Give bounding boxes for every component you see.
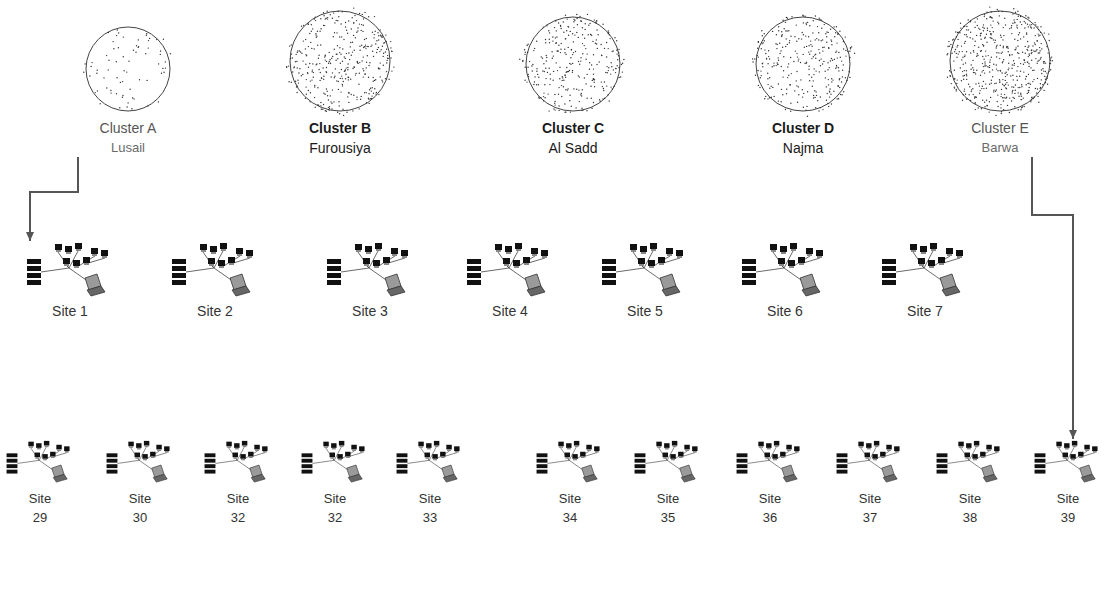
site-node: Site 35 (633, 440, 703, 527)
cluster-node: Cluster BFurousiya (278, 4, 402, 158)
node-sublabel: Najma (783, 138, 823, 158)
network-site-icon (325, 242, 415, 297)
node-label: Cluster A (100, 118, 157, 138)
node-label: Cluster D (772, 118, 834, 138)
cluster-circle (938, 4, 1062, 118)
node-label: Site 2 (197, 301, 233, 321)
site-node: Site 33 (395, 440, 465, 527)
site-node: Site 34 (535, 440, 605, 527)
node-label: Site 30 (123, 489, 157, 527)
cluster-node: Cluster CAl Sadd (514, 10, 632, 158)
node-label: Site 3 (352, 301, 388, 321)
node-label: Site 34 (553, 489, 587, 527)
site-node: Site 29 (5, 440, 75, 527)
node-label: Site 36 (753, 489, 787, 527)
network-site-icon (203, 440, 273, 483)
site-node: Site 39 (1033, 440, 1103, 527)
cluster-circle (514, 10, 632, 118)
site-node: Site 3 (325, 242, 415, 321)
network-site-icon (1033, 440, 1103, 483)
node-label: Site 1 (52, 301, 88, 321)
node-sublabel: Furousiya (309, 138, 370, 158)
site-node: Site 2 (170, 242, 260, 321)
node-label: Site 37 (853, 489, 887, 527)
site-node: Site 36 (735, 440, 805, 527)
network-site-icon (880, 242, 970, 297)
node-label: Site 39 (1051, 489, 1085, 527)
site-node: Site 37 (835, 440, 905, 527)
network-site-icon (170, 242, 260, 297)
node-label: Cluster E (971, 118, 1029, 138)
cluster-node: Cluster DNajma (744, 10, 862, 158)
site-node: Site 6 (740, 242, 830, 321)
node-label: Site 32 (318, 489, 352, 527)
node-label: Cluster B (309, 118, 371, 138)
site-node: Site 4 (465, 242, 555, 321)
elbow-connector (30, 157, 78, 241)
network-site-icon (535, 440, 605, 483)
node-label: Site 5 (627, 301, 663, 321)
node-label: Site 6 (767, 301, 803, 321)
site-node: Site 1 (25, 242, 115, 321)
node-label: Site 32 (221, 489, 255, 527)
node-label: Site 4 (492, 301, 528, 321)
network-site-icon (5, 440, 75, 483)
network-site-icon (633, 440, 703, 483)
network-site-icon (600, 242, 690, 297)
node-label: Cluster C (542, 118, 604, 138)
node-label: Site 33 (413, 489, 447, 527)
cluster-circle (74, 20, 182, 118)
network-site-icon (835, 440, 905, 483)
network-site-icon (105, 440, 175, 483)
network-site-icon (935, 440, 1005, 483)
site-node: Site 5 (600, 242, 690, 321)
node-sublabel: Al Sadd (548, 138, 597, 158)
network-site-icon (735, 440, 805, 483)
cluster-node: Cluster EBarwa (938, 4, 1062, 157)
network-site-icon (395, 440, 465, 483)
network-site-icon (25, 242, 115, 297)
cluster-circle (744, 10, 862, 118)
cluster-circle (278, 4, 402, 118)
node-sublabel: Barwa (982, 138, 1019, 157)
node-label: Site 38 (953, 489, 987, 527)
site-node: Site 7 (880, 242, 970, 321)
site-node: Site 30 (105, 440, 175, 527)
node-sublabel: Lusail (111, 138, 145, 157)
node-label: Site 7 (907, 301, 943, 321)
site-node: Site 32 (203, 440, 273, 527)
site-node: Site 38 (935, 440, 1005, 527)
node-label: Site 35 (651, 489, 685, 527)
network-site-icon (465, 242, 555, 297)
network-site-icon (300, 440, 370, 483)
elbow-connector (1032, 157, 1073, 439)
site-node: Site 32 (300, 440, 370, 527)
cluster-node: Cluster ALusail (74, 20, 182, 157)
node-label: Site 29 (23, 489, 57, 527)
network-site-icon (740, 242, 830, 297)
